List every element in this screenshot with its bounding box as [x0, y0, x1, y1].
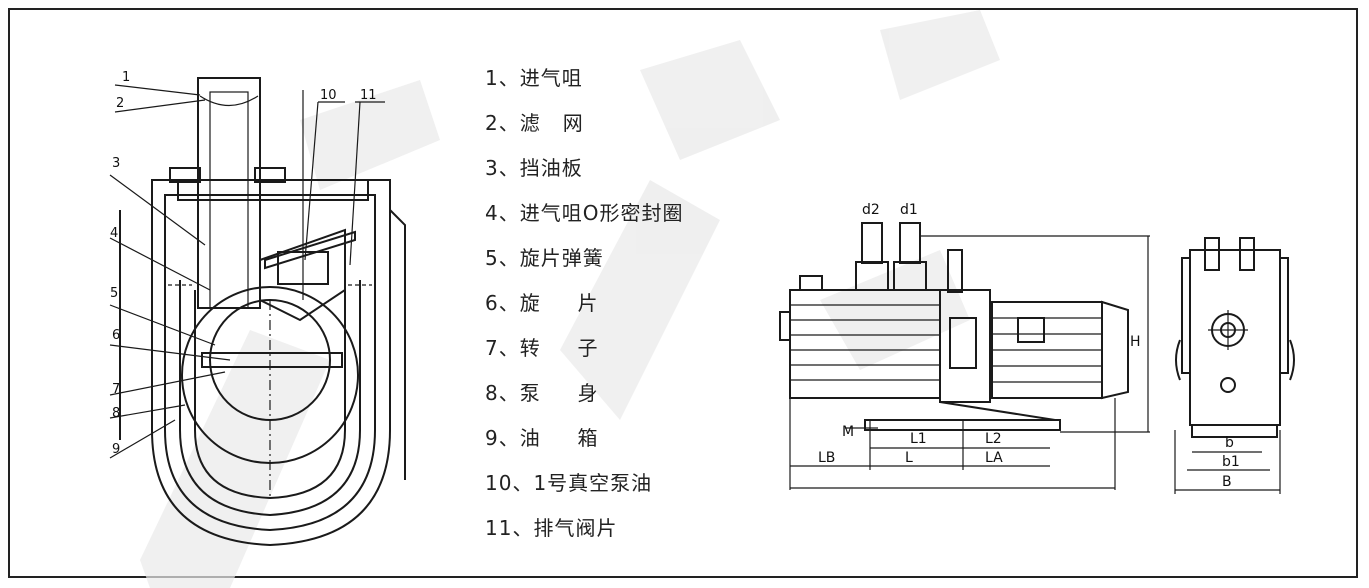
- dim-b-upper: B: [1222, 474, 1232, 490]
- dimension-labels: d2 d1 H M L1 L2 LB L LA b b1 B: [818, 202, 1240, 490]
- dim-b: b: [1225, 435, 1234, 451]
- callout-1: 1: [122, 70, 131, 85]
- legend-item-10: 10、1号真空泵油: [485, 471, 653, 495]
- dim-lb: LB: [818, 450, 835, 466]
- callout-8: 8: [112, 406, 121, 421]
- callout-7: 7: [112, 382, 121, 397]
- pump-side-view: [779, 222, 1150, 490]
- legend-item-1: 1、进气咀: [485, 66, 583, 90]
- dim-h: H: [1130, 334, 1141, 350]
- pump-end-view: [1174, 237, 1295, 494]
- callout-6: 6: [112, 328, 121, 343]
- callout-5: 5: [110, 286, 119, 301]
- legend-item-7: 7、转 子: [485, 336, 599, 360]
- callout-9: 9: [112, 442, 121, 457]
- callout-10: 10: [320, 88, 337, 103]
- watermark: [140, 10, 1000, 588]
- legend-item-3: 3、挡油板: [485, 156, 583, 180]
- parts-legend: 1、进气咀 2、滤 网 3、挡油板 4、进气咀O形密封圈 5、旋片弹簧 6、旋 …: [485, 62, 683, 557]
- callout-2: 2: [116, 96, 125, 111]
- dim-b1: b1: [1222, 454, 1240, 470]
- legend-item-4: 4、进气咀O形密封圈: [485, 201, 684, 225]
- legend-item-8: 8、泵 身: [485, 381, 599, 405]
- dim-l: L: [905, 450, 913, 466]
- legend-item-11: 11、排气阀片: [485, 516, 618, 540]
- callout-3: 3: [112, 156, 121, 171]
- callout-4: 4: [110, 226, 119, 241]
- legend-item-5: 5、旋片弹簧: [485, 246, 604, 270]
- pump-section-view: [109, 77, 406, 547]
- dim-d2: d2: [862, 202, 880, 218]
- dim-d1: d1: [900, 202, 918, 218]
- legend-item-2: 2、滤 网: [485, 111, 584, 135]
- dim-m: M: [842, 424, 854, 440]
- dim-l2: L2: [985, 431, 1002, 447]
- legend-item-9: 9、油 箱: [485, 426, 599, 450]
- dim-la: LA: [985, 450, 1003, 466]
- legend-item-6: 6、旋 片: [485, 291, 599, 315]
- callout-11: 11: [360, 88, 377, 103]
- dim-l1: L1: [910, 431, 927, 447]
